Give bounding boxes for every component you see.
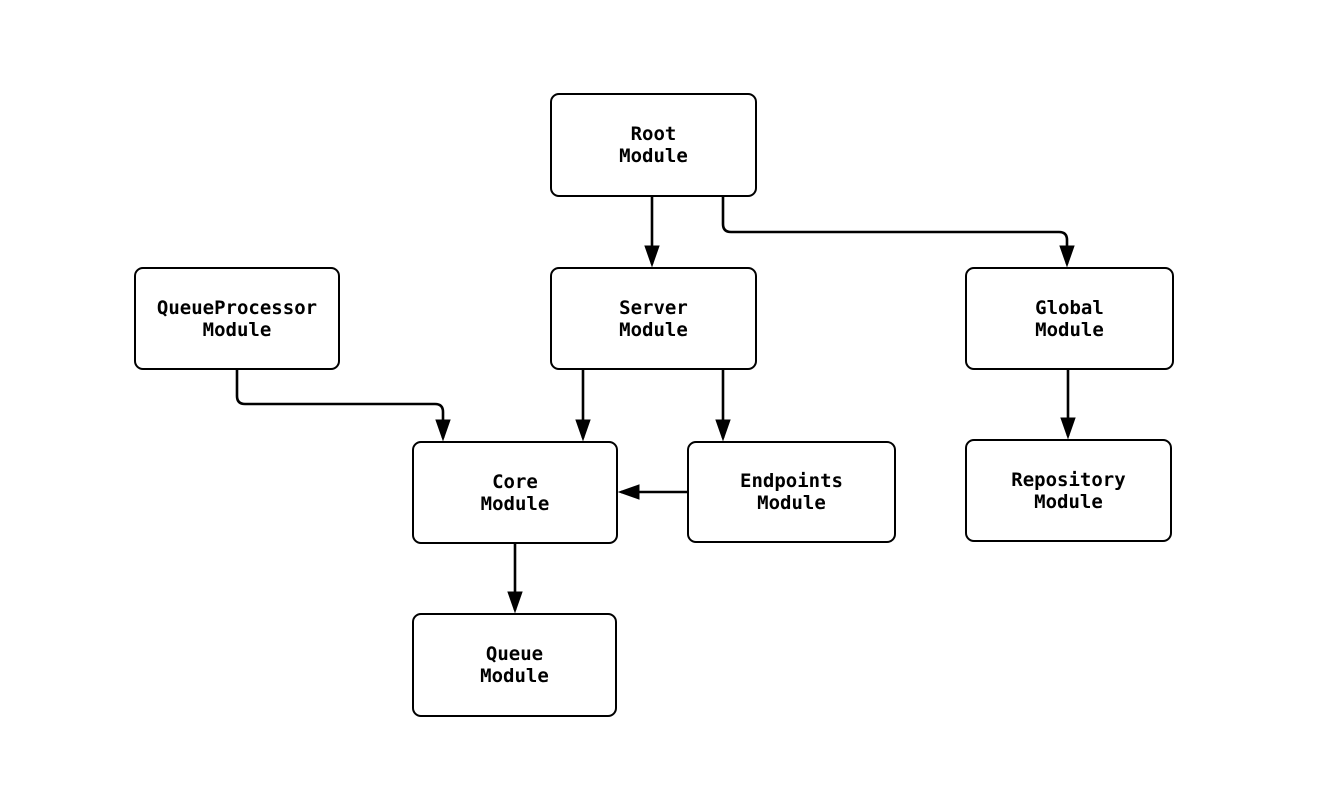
- node-endpoints-label-line-1: Endpoints: [740, 470, 843, 492]
- node-server-label-line-2: Module: [619, 318, 688, 341]
- edge-group: [235, 197, 1068, 610]
- node-global-label-line-1: Global: [1035, 296, 1104, 319]
- node-root-label-line-2: Module: [619, 145, 688, 167]
- edge-root-to-global: [721, 197, 1067, 264]
- node-server-label-line-1: Server: [619, 296, 688, 319]
- node-core-label-line-1: Core: [492, 470, 538, 493]
- node-queue-label-line-2: Module: [480, 665, 549, 687]
- node-core-label-line-2: Module: [480, 492, 550, 515]
- node-queue-label-line-1: Queue: [485, 643, 544, 665]
- node-global-label-line-2: Module: [1035, 318, 1104, 341]
- node-endpoints-label-line-2: Module: [757, 492, 826, 514]
- edge-queueprocessor-to-core: [235, 370, 443, 438]
- node-repository-label-line-1: Repository: [1011, 468, 1126, 491]
- node-queueprocessor-label-line-2: Module: [202, 318, 272, 341]
- node-root-label-line-1: Root: [630, 123, 677, 145]
- node-repository-label-line-2: Module: [1034, 490, 1103, 513]
- node-queueprocessor-label-line-1: QueueProcessor: [156, 296, 318, 319]
